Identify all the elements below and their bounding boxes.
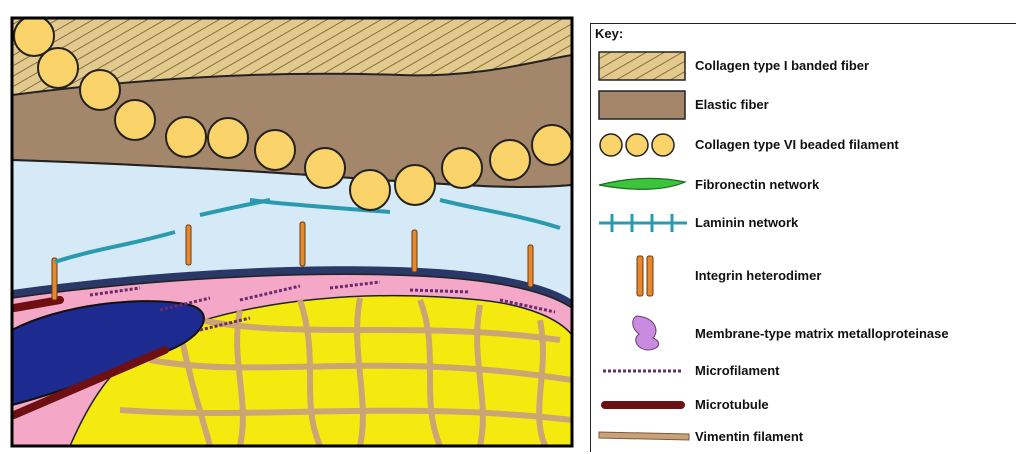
mmp-icon — [597, 312, 693, 352]
key-label: Microtubule — [695, 397, 769, 412]
ecm-cell-diagram — [0, 0, 580, 452]
key-row-mmp: Membrane-type matrix metalloproteinase — [591, 312, 1016, 352]
key-row-microfilament: Microfilament — [591, 354, 1016, 388]
key-row-integrin: Integrin heterodimer — [591, 252, 1016, 302]
key-label: Collagen type I banded fiber — [695, 58, 869, 73]
key-row-elastic: Elastic fiber — [591, 88, 1016, 122]
key-label: Laminin network — [695, 215, 798, 230]
key-title: Key: — [595, 26, 623, 41]
key-label: Integrin heterodimer — [695, 268, 821, 283]
microtubule-icon — [597, 388, 693, 422]
key-label: Fibronectin network — [695, 177, 819, 192]
banded-fiber-swatch-icon — [597, 49, 693, 83]
key-label: Membrane-type matrix metalloproteinase — [695, 326, 949, 341]
key-panel: Key: Collagen type I banded fiber Elasti… — [590, 23, 1016, 452]
vimentin-icon — [597, 420, 693, 454]
key-row-collagen-vi: Collagen type VI beaded filament — [591, 128, 1016, 162]
key-label: Vimentin filament — [695, 429, 803, 444]
key-label: Collagen type VI beaded filament — [695, 137, 899, 152]
key-label: Elastic fiber — [695, 97, 769, 112]
key-row-collagen-i: Collagen type I banded fiber — [591, 49, 1016, 83]
key-row-laminin: Laminin network — [591, 206, 1016, 240]
key-label: Microfilament — [695, 363, 780, 378]
elastic-fiber-swatch-icon — [597, 88, 693, 122]
fibronectin-icon — [597, 168, 693, 202]
key-row-vimentin: Vimentin filament — [591, 420, 1016, 454]
laminin-icon — [597, 206, 693, 240]
microfilament-icon — [597, 354, 693, 388]
key-row-fibronectin: Fibronectin network — [591, 168, 1016, 202]
key-row-microtubule: Microtubule — [591, 388, 1016, 422]
integrin-icon — [597, 252, 693, 302]
beaded-filament-icon — [597, 128, 693, 162]
